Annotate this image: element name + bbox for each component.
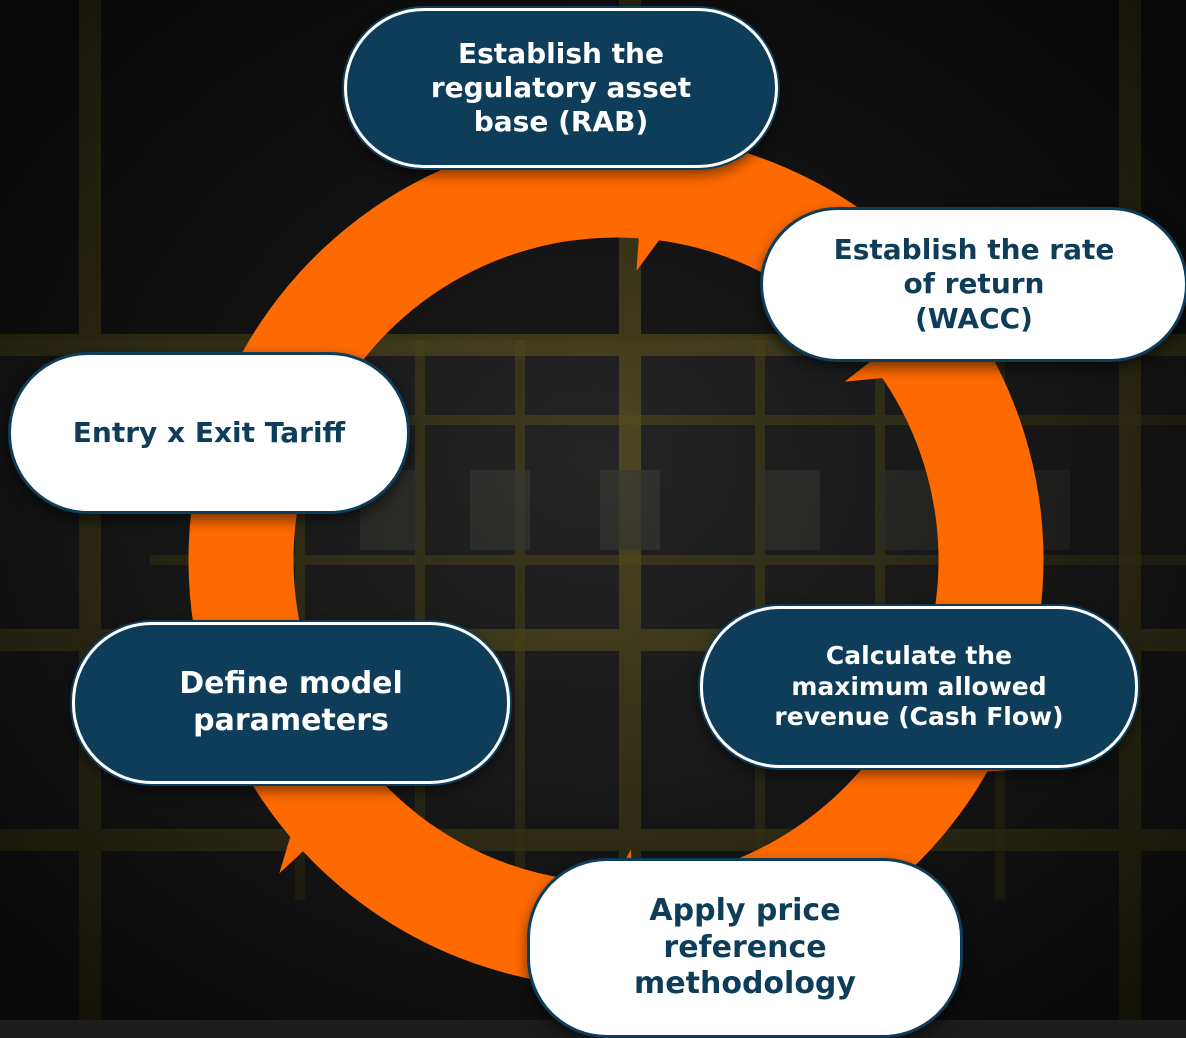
step-define-model-parameters: Define model parameters — [72, 622, 510, 784]
step-entry-exit-tariff: Entry x Exit Tariff — [8, 352, 410, 514]
step-establish-wacc-label: Establish the rate of return (WACC) — [833, 233, 1115, 335]
step-establish-wacc: Establish the rate of return (WACC) — [760, 207, 1186, 362]
step-establish-rab-label: Establish the regulatory asset base (RAB… — [430, 36, 692, 139]
step-calculate-revenue-label: Calculate the maximum allowed revenue (C… — [774, 641, 1064, 732]
step-define-model-parameters-label: Define model parameters — [179, 666, 403, 738]
step-establish-rab: Establish the regulatory asset base (RAB… — [344, 8, 778, 168]
step-calculate-revenue: Calculate the maximum allowed revenue (C… — [700, 606, 1138, 768]
step-entry-exit-tariff-label: Entry x Exit Tariff — [72, 415, 346, 449]
step-apply-price-methodology: Apply price reference methodology — [527, 858, 963, 1038]
step-apply-price-methodology-label: Apply price reference methodology — [634, 893, 856, 1002]
